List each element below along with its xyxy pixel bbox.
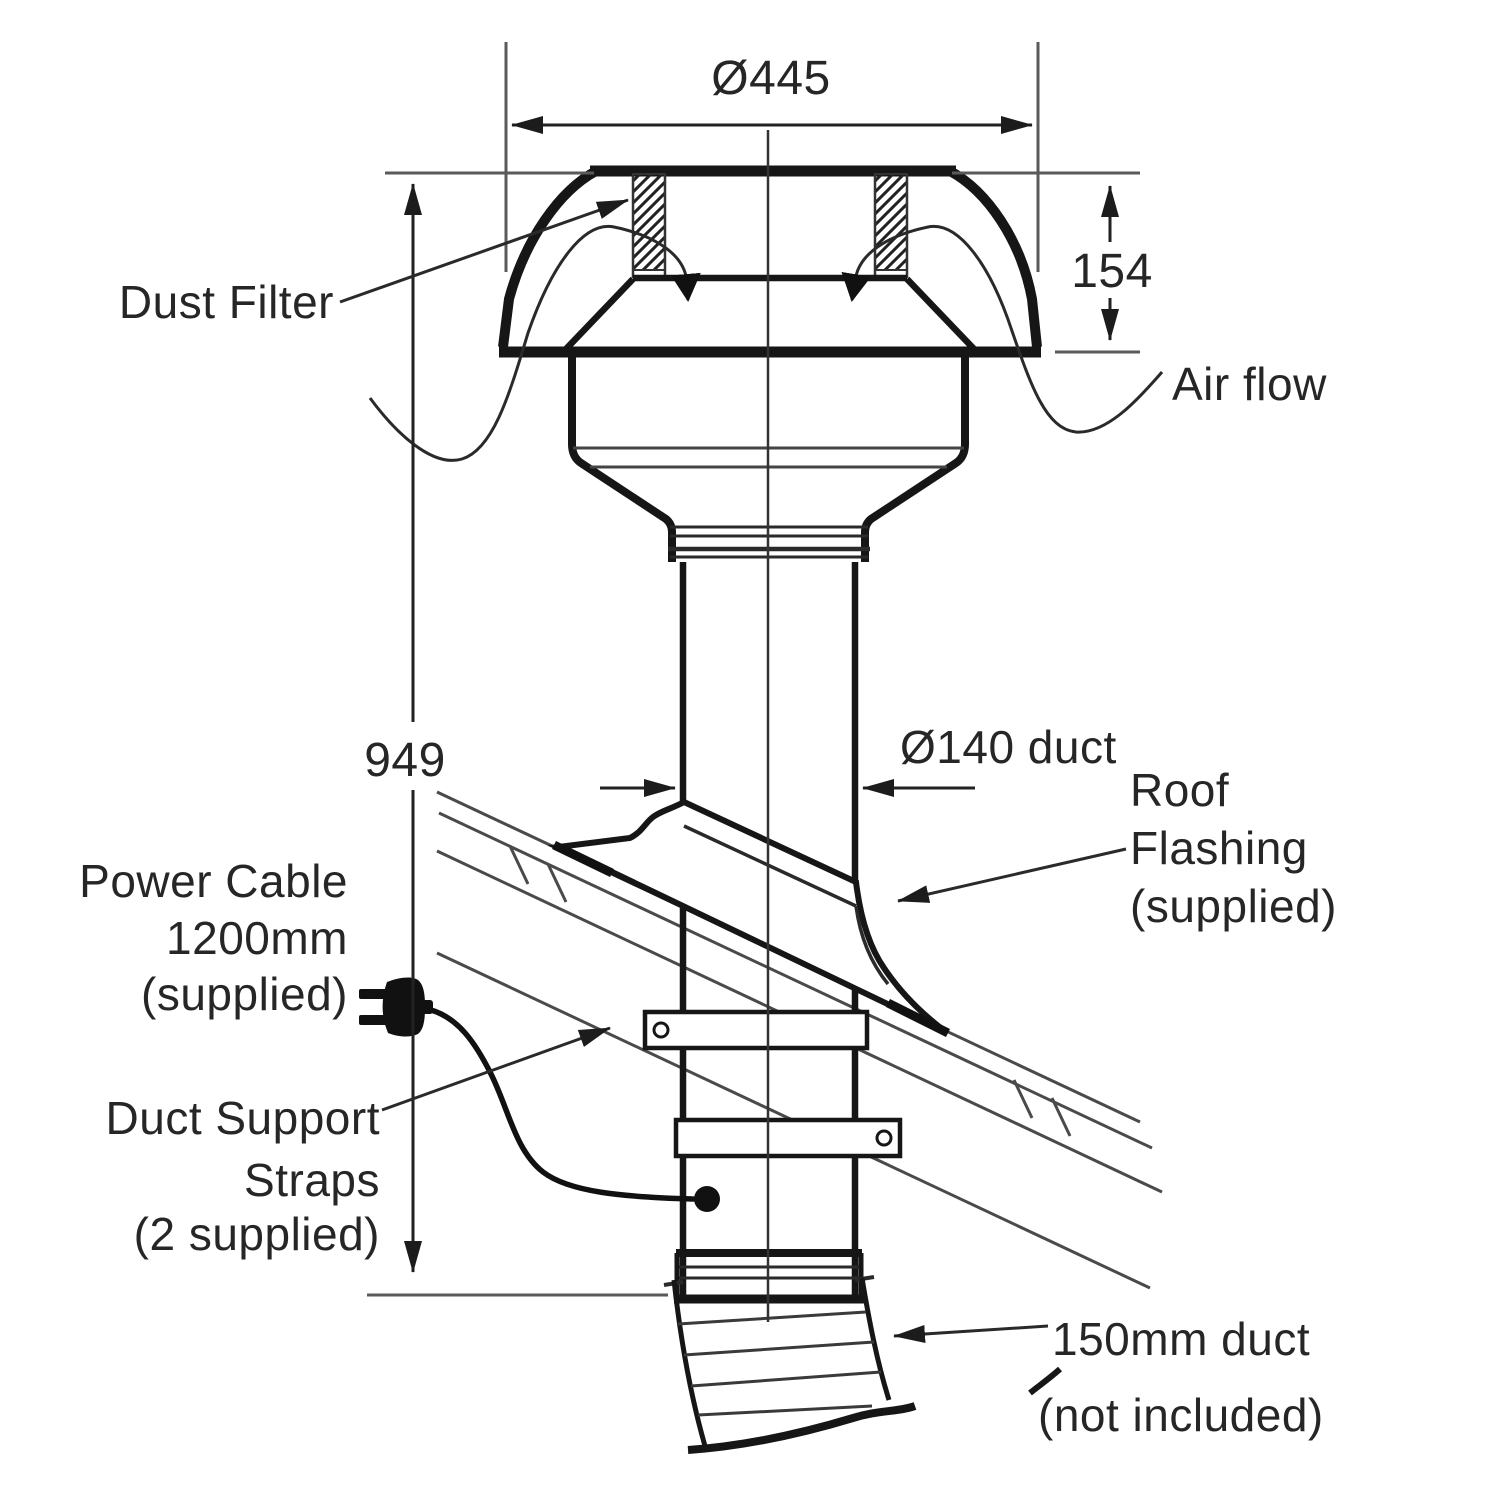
flashing-skirt <box>547 798 948 1035</box>
cap-right-silhouette <box>947 166 1042 348</box>
dim-cap-diameter-label: Ø445 <box>711 52 830 105</box>
flashing-sole-right <box>885 998 951 1038</box>
intake-horn-right <box>904 276 977 352</box>
plug-prong <box>359 989 387 999</box>
air-flow-label: Air flow <box>1172 358 1327 410</box>
flexible-duct <box>663 1275 917 1454</box>
power-cable-label-line1: Power Cable <box>79 855 348 907</box>
duct-note-label-line2: (not included) <box>1038 1389 1324 1441</box>
dimension-lines: Ø445 949 154 Ø140 duct <box>364 42 1153 1297</box>
flashing-sole-left <box>552 840 614 878</box>
power-cable-label-line3: (supplied) <box>141 968 348 1020</box>
dust-filter-label: Dust Filter <box>119 276 334 328</box>
roof-surface-line-2 <box>438 811 1153 1150</box>
roof-flashing-label-line2: Flashing <box>1130 822 1308 874</box>
flashing-inner-curve <box>854 905 890 986</box>
cable-end-dot <box>694 1186 720 1212</box>
duct-torn-edge <box>687 1402 917 1454</box>
roof-flashing-leader <box>897 847 1127 903</box>
dust-filter-left-section <box>632 173 666 271</box>
cap-left-silhouette <box>498 166 599 348</box>
duct-straps-leader <box>381 1026 611 1112</box>
strap-screw <box>652 1021 670 1039</box>
dust-filter-right-section <box>874 173 908 271</box>
airflow <box>368 224 1164 462</box>
duct-straps-label-line1: Duct Support <box>106 1092 380 1144</box>
dim-duct-diameter-label: Ø140 duct <box>900 721 1117 773</box>
roof-flashing-label-line1: Roof <box>1130 764 1229 816</box>
support-strap-upper <box>642 1009 870 1051</box>
intake-horn-left <box>563 276 636 352</box>
support-strap-lower <box>673 1117 903 1159</box>
duct-note-label-line1: 150mm duct <box>1052 1313 1310 1365</box>
plug-prong <box>359 1015 387 1025</box>
duct-corrugation <box>683 1340 875 1357</box>
roof-batten-tick <box>546 863 568 903</box>
roof-flashing <box>547 798 951 1038</box>
power-cable-line <box>428 1007 696 1202</box>
airflow-curve-right <box>841 224 1164 434</box>
duct-left-edge <box>671 1279 708 1447</box>
duct-support-straps <box>642 1009 903 1159</box>
duct-corrugation <box>690 1370 882 1388</box>
flashing-seam <box>683 824 857 908</box>
roof-batten-tick <box>508 845 530 885</box>
roof-torn-edge <box>1028 1366 1063 1396</box>
duct-right-edge <box>859 1277 892 1401</box>
vent-cap <box>498 165 1042 358</box>
roof-batten-tick <box>1050 1097 1072 1137</box>
strap-screw <box>875 1129 893 1147</box>
duct-note-leader <box>893 1324 1049 1343</box>
dust-filter-leader <box>339 198 629 304</box>
plug-body <box>382 977 425 1037</box>
power-plug-icon <box>359 977 433 1037</box>
airflow-curve-left <box>368 224 701 462</box>
duct-straps-label-line2: Straps <box>244 1154 380 1206</box>
duct-corrugation <box>677 1310 867 1326</box>
body-right-edge <box>861 355 969 562</box>
power-cable-label-line2: 1200mm <box>166 912 348 964</box>
duct-straps-label-line3: (2 supplied) <box>134 1208 380 1260</box>
body-left-edge <box>568 355 676 562</box>
roof-flashing-label-line3: (supplied) <box>1130 880 1337 932</box>
dim-cap-height-label: 154 <box>1071 245 1153 298</box>
duct-corrugation <box>697 1404 873 1417</box>
annotations: Dust Filter Air flow Roof Flashing (supp… <box>79 198 1337 1441</box>
dim-overall-height-label: 949 <box>364 734 446 787</box>
roof-batten-tick <box>1012 1079 1034 1119</box>
